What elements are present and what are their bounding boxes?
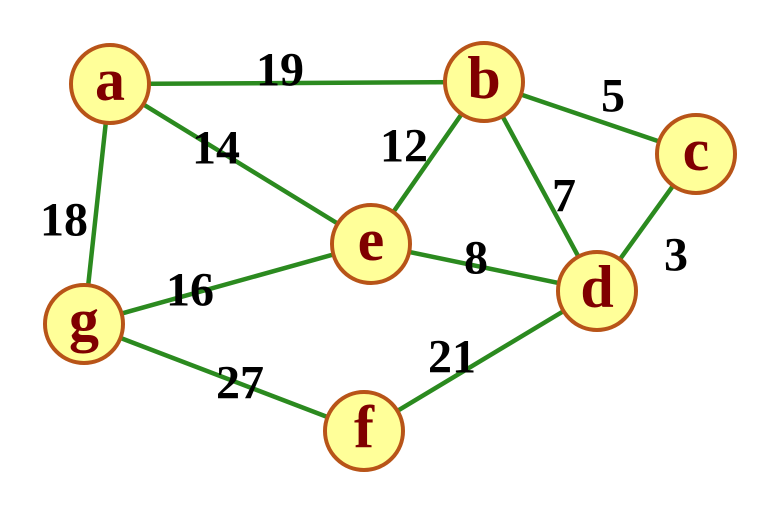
edge-a-b [107, 79, 487, 87]
node-circle-a [69, 43, 151, 125]
node-label-g: g [69, 287, 99, 353]
edge-weight-b-c: 5 [601, 70, 625, 123]
edge-weight-f-d: 21 [428, 331, 476, 384]
node-c: c [655, 113, 737, 195]
node-f: f [323, 390, 405, 472]
node-circle-e [330, 203, 412, 285]
node-g: g [43, 283, 125, 365]
edge-f-d [361, 288, 600, 434]
node-label-d: d [580, 254, 613, 320]
node-circle-c [655, 113, 737, 195]
nodes-layer: a b c d e f g [43, 41, 737, 472]
node-e: e [330, 203, 412, 285]
edge-weight-b-e: 12 [380, 120, 428, 173]
edge-weight-a-g: 18 [40, 194, 88, 247]
node-b: b [443, 41, 525, 123]
node-a: a [69, 43, 151, 125]
edge-weight-a-e: 14 [192, 122, 240, 175]
edge-weight-g-e: 16 [166, 264, 214, 317]
edge-g-e [81, 241, 374, 327]
edge-g-f [81, 321, 367, 434]
node-label-e: e [358, 207, 385, 273]
edge-weight-b-d: 7 [552, 170, 576, 223]
node-circle-f [323, 390, 405, 472]
edge-weight-a-b: 19 [256, 44, 304, 97]
node-circle-d [556, 250, 638, 332]
node-d: d [556, 250, 638, 332]
node-label-a: a [95, 47, 125, 113]
edge-a-e [107, 81, 374, 247]
node-label-f: f [354, 394, 375, 460]
edge-weight-c-d: 3 [664, 229, 688, 282]
node-label-c: c [683, 117, 710, 183]
node-label-b: b [467, 45, 500, 111]
node-circle-g [43, 283, 125, 365]
edge-weight-e-d: 8 [464, 232, 488, 285]
edge-weight-g-f: 27 [216, 357, 264, 410]
node-circle-b [443, 41, 525, 123]
